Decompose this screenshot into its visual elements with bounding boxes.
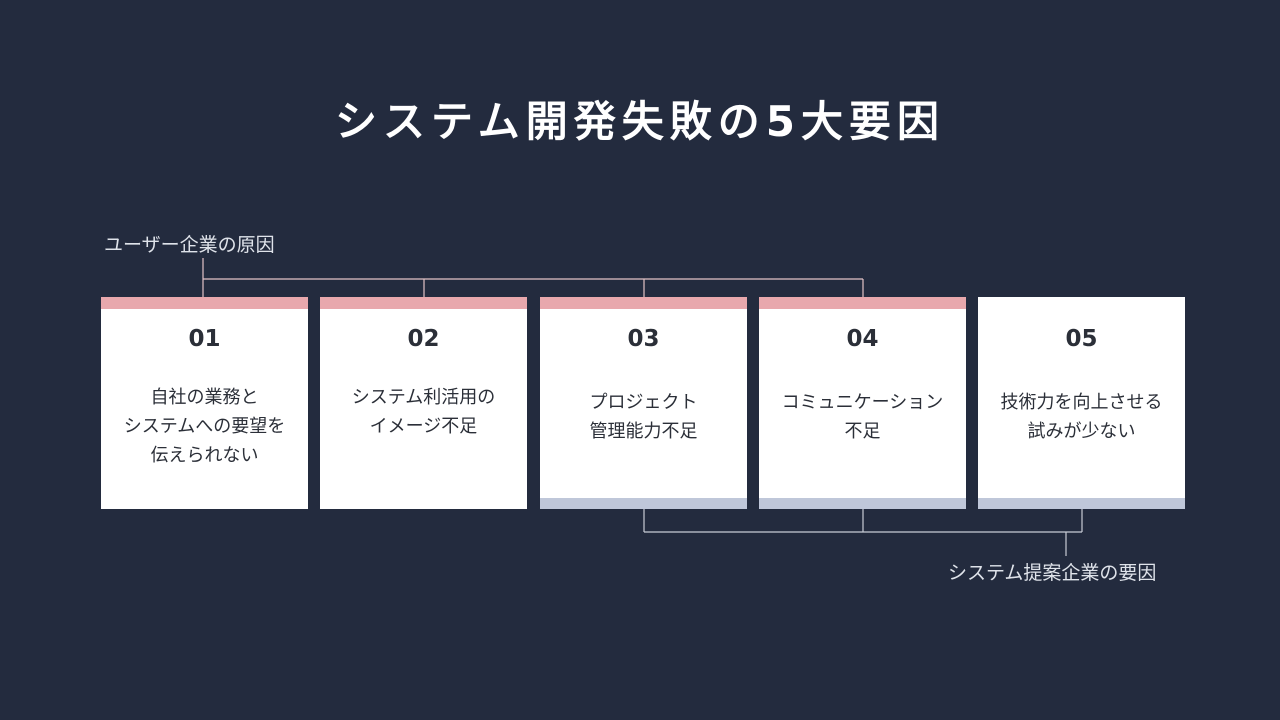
factor-card-03: 03 プロジェクト 管理能力不足	[540, 297, 747, 509]
user-accent-band	[540, 297, 747, 309]
factor-number: 02	[407, 326, 440, 352]
factor-number: 01	[188, 326, 221, 352]
user-group-connector	[202, 258, 864, 297]
vendor-accent-band	[540, 498, 747, 509]
factor-card-05: 05 技術力を向上させる 試みが少ない	[978, 297, 1185, 509]
factor-text-line: 伝えられない	[150, 445, 259, 466]
user-group-label: ユーザー企業の原因	[104, 234, 275, 256]
vendor-accent-band	[978, 498, 1185, 509]
factor-text-line: 技術力を向上させる	[1000, 392, 1163, 413]
vendor-accent-band	[759, 498, 966, 509]
factor-text-line: システムへの要望を	[123, 416, 286, 437]
factor-text-line: プロジェクト	[589, 392, 698, 413]
factor-text-line: システム利活用の	[351, 387, 496, 408]
factor-text: システム利活用の イメージ不足	[320, 383, 527, 441]
factor-text-line: 管理能力不足	[589, 421, 698, 442]
slide-title: システム開発失敗の5大要因	[335, 97, 945, 146]
user-accent-band	[759, 297, 966, 309]
factor-number: 04	[846, 326, 879, 352]
factor-text: 自社の業務と システムへの要望を 伝えられない	[101, 383, 308, 470]
vendor-group-label: システム提案企業の要因	[948, 562, 1157, 584]
factor-text-line: 不足	[844, 421, 881, 442]
vendor-group-connector	[643, 509, 1083, 556]
factor-number: 05	[1065, 326, 1098, 352]
factor-text-line: コミュニケーション	[781, 392, 944, 413]
factor-text: 技術力を向上させる 試みが少ない	[978, 388, 1185, 446]
user-accent-band	[101, 297, 308, 309]
factor-card-01: 01 自社の業務と システムへの要望を 伝えられない	[101, 297, 308, 509]
factor-number: 03	[627, 326, 660, 352]
factor-text-line: 試みが少ない	[1027, 421, 1136, 442]
factor-text-line: 自社の業務と	[150, 387, 259, 408]
user-accent-band	[320, 297, 527, 309]
factor-card-02: 02 システム利活用の イメージ不足	[320, 297, 527, 509]
factor-text-line: イメージ不足	[369, 416, 478, 437]
factor-card-04: 04 コミュニケーション 不足	[759, 297, 966, 509]
factor-text: プロジェクト 管理能力不足	[540, 388, 747, 446]
factor-text: コミュニケーション 不足	[759, 388, 966, 446]
